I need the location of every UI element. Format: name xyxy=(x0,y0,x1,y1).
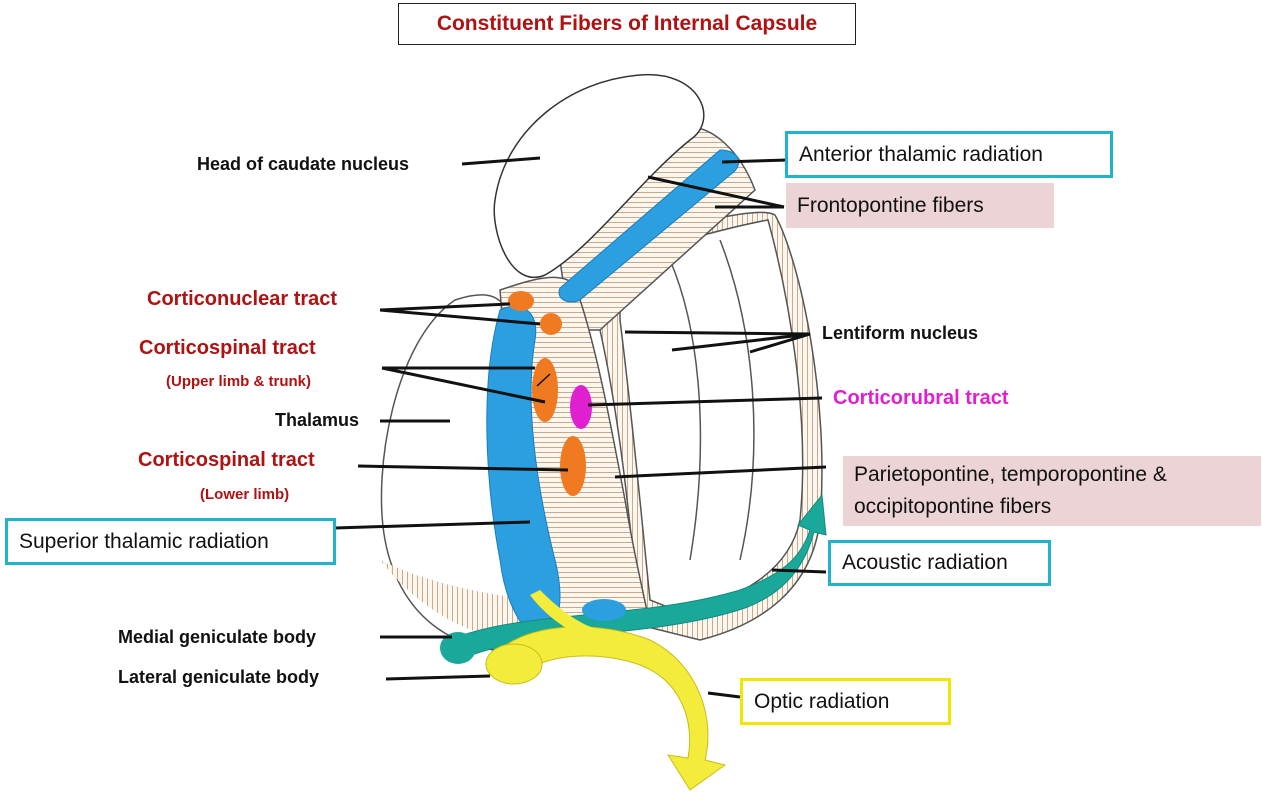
label-lateral-geniculate-body: Lateral geniculate body xyxy=(118,667,320,687)
label-corticonuclear-tract: Corticonuclear tract xyxy=(147,288,338,310)
leader-anterior-thalamic xyxy=(721,158,789,164)
lateral-geniculate-body-shape xyxy=(485,643,543,685)
label-frontopontine-fibers: Frontopontine fibers xyxy=(786,183,1054,228)
label-lentiform-nucleus: Lentiform nucleus xyxy=(822,323,979,343)
leader-lateral-geniculate xyxy=(385,674,491,681)
label-optic-radiation: Optic radiation xyxy=(740,678,951,725)
label-parietopontine-fibers: Parietopontine, temporopontine & occipit… xyxy=(843,456,1261,526)
label-acoustic-radiation: Acoustic radiation xyxy=(828,540,1051,586)
label-corticospinal-lower-sub: (Lower limb) xyxy=(200,486,290,503)
leader-frontopontine-1 xyxy=(647,175,785,209)
optic-radiation-fibers xyxy=(489,626,727,791)
leader-corticospinal-tick xyxy=(536,373,551,387)
label-head-of-caudate: Head of caudate nucleus xyxy=(197,154,410,174)
label-corticospinal-tract-lower: Corticospinal tract xyxy=(138,449,315,471)
head-of-caudate-shape xyxy=(493,74,705,278)
optic-radiation-upper-arc xyxy=(530,590,600,640)
label-corticospinal-tract-upper: Corticospinal tract xyxy=(139,337,316,359)
leader-head-caudate xyxy=(461,156,541,166)
diagram-title: Constituent Fibers of Internal Capsule xyxy=(398,3,856,45)
leader-lentiform-2 xyxy=(671,332,811,352)
label-corticorubral-tract: Corticorubral tract xyxy=(833,387,1009,409)
leader-lentiform-1 xyxy=(624,330,811,336)
bottom-blue-blob xyxy=(582,599,626,621)
leader-corticospinal-lower xyxy=(357,464,569,472)
lentiform-divider-2 xyxy=(719,239,755,561)
medial-geniculate-body-shape xyxy=(440,632,476,664)
leader-corticonuclear-2 xyxy=(379,308,541,326)
label-corticospinal-upper-sub: (Upper limb & trunk) xyxy=(166,373,311,390)
leader-superior-thalamic xyxy=(334,520,531,530)
corticonuclear-spot-1 xyxy=(508,291,534,311)
lentiform-divider-1 xyxy=(669,259,702,561)
leader-acoustic xyxy=(771,568,827,574)
leader-corticospinal-upper-2 xyxy=(381,366,546,404)
leader-optic xyxy=(707,691,741,699)
label-medial-geniculate-body: Medial geniculate body xyxy=(118,627,317,647)
leader-corticorubral xyxy=(587,396,823,407)
leader-lentiform-3 xyxy=(749,332,811,354)
leader-corticonuclear-1 xyxy=(379,302,511,312)
label-anterior-thalamic-radiation: Anterior thalamic radiation xyxy=(785,131,1113,178)
corticospinal-upper-spot xyxy=(532,358,558,422)
label-superior-thalamic-radiation: Superior thalamic radiation xyxy=(5,518,336,565)
leader-lines xyxy=(334,156,827,699)
corticorubral-spot xyxy=(570,385,592,429)
label-thalamus: Thalamus xyxy=(275,410,360,430)
parietopontine-line-1: Parietopontine, temporopontine & xyxy=(854,463,1167,486)
parietopontine-line-2: occipitopontine fibers xyxy=(854,495,1052,518)
thalamus-lower-hatch xyxy=(380,560,540,645)
lentiform-inner-shape xyxy=(619,219,804,613)
leader-parietopontine xyxy=(614,465,827,479)
corticospinal-lower-spot xyxy=(560,436,586,496)
corticonuclear-spot-2 xyxy=(540,313,562,335)
